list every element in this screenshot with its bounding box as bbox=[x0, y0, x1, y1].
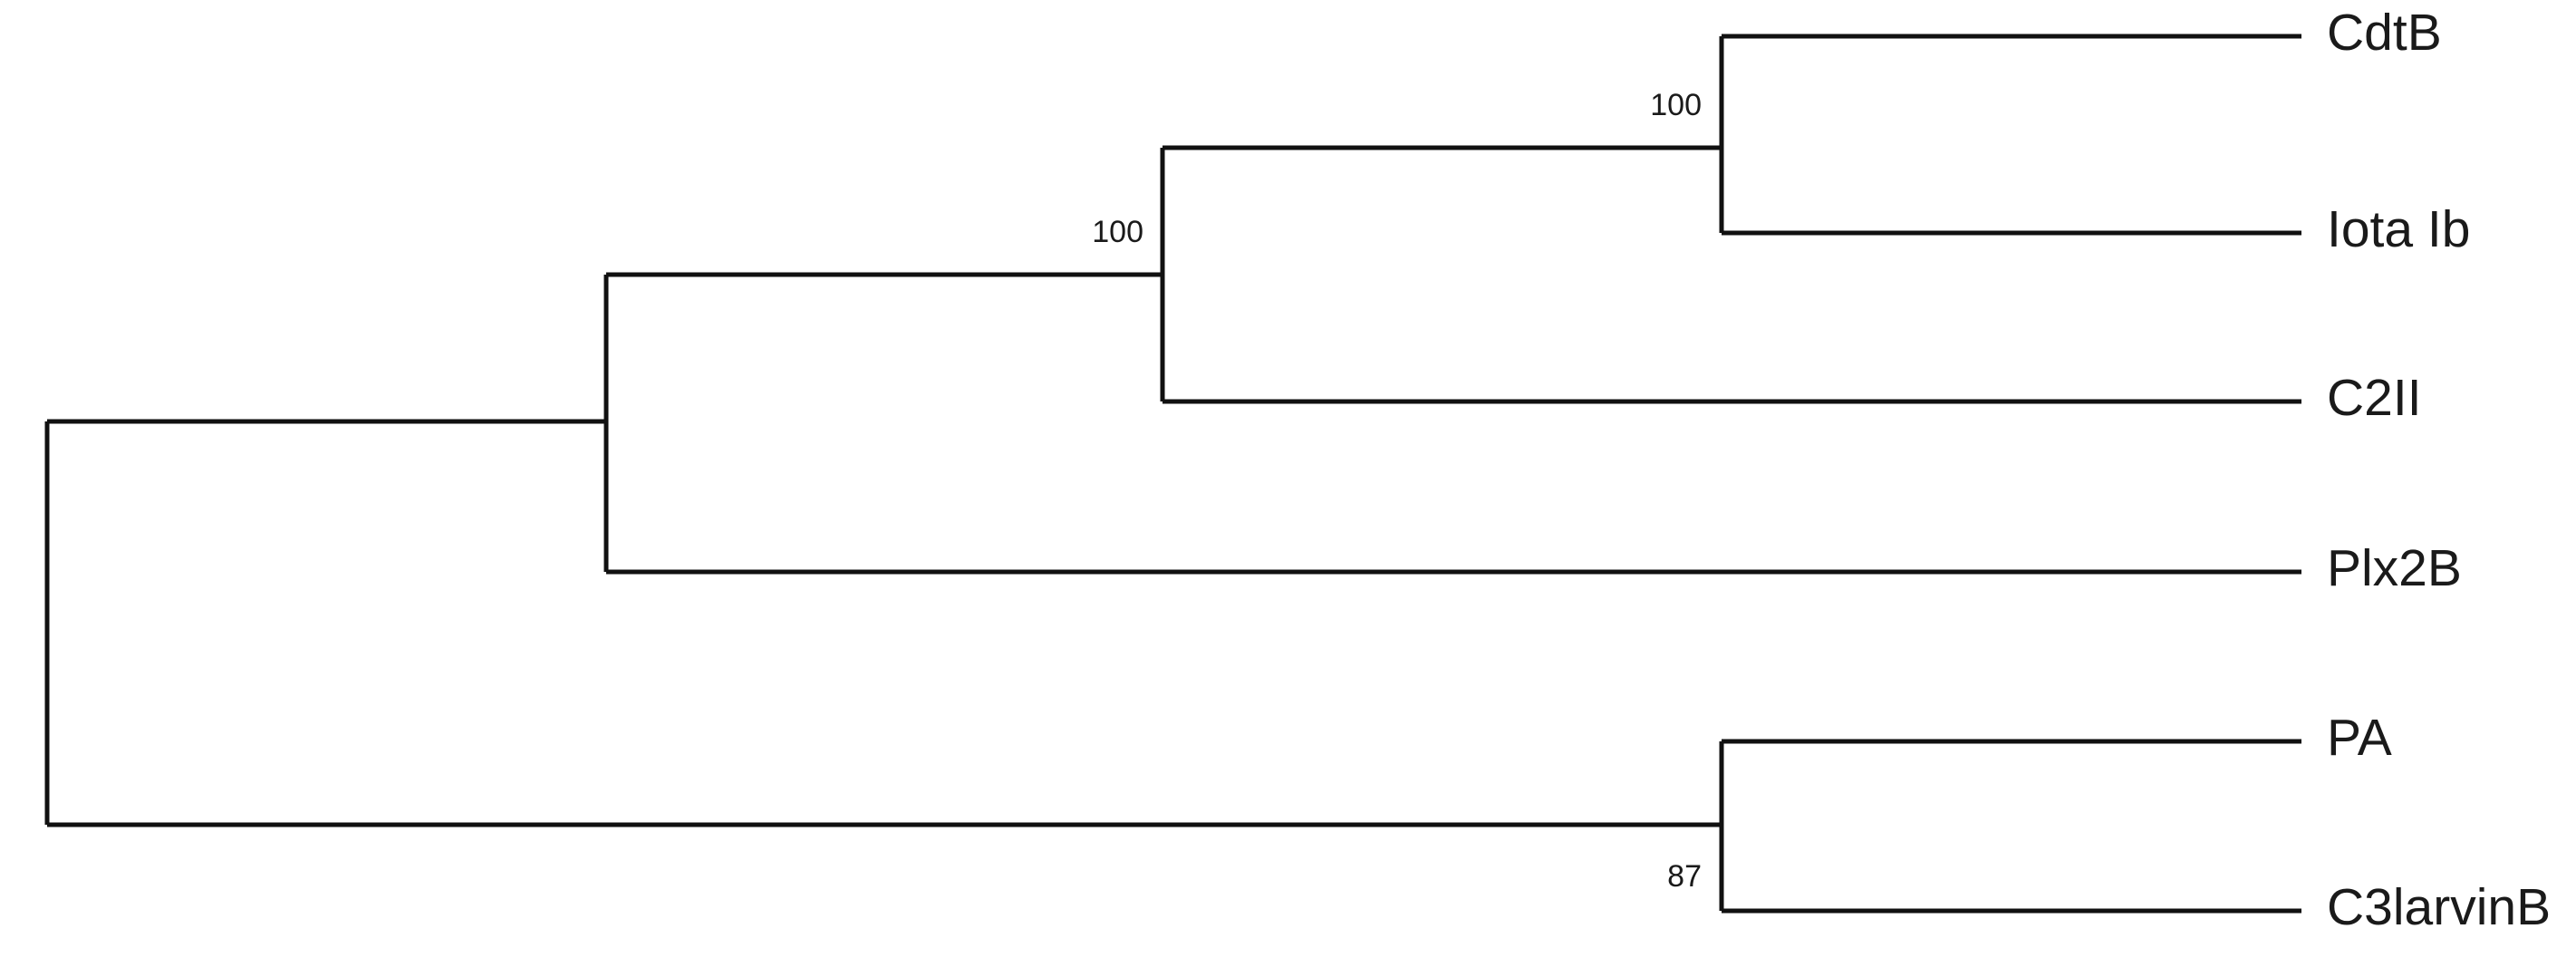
tip-label-plx2b: Plx2B bbox=[2327, 539, 2462, 597]
support-label-node-c: 100 bbox=[1650, 88, 1702, 122]
tip-label-cdtb: CdtB bbox=[2327, 4, 2442, 62]
tip-label-pa: PA bbox=[2327, 709, 2392, 767]
tip-label-c2ii: C2II bbox=[2327, 369, 2422, 427]
tip-label-c3larvinb: C3larvinB bbox=[2327, 878, 2551, 936]
tip-label-iota-ib: Iota Ib bbox=[2327, 200, 2470, 258]
support-label-node-d: 87 bbox=[1667, 859, 1702, 894]
support-label-node-b: 100 bbox=[1092, 215, 1143, 249]
